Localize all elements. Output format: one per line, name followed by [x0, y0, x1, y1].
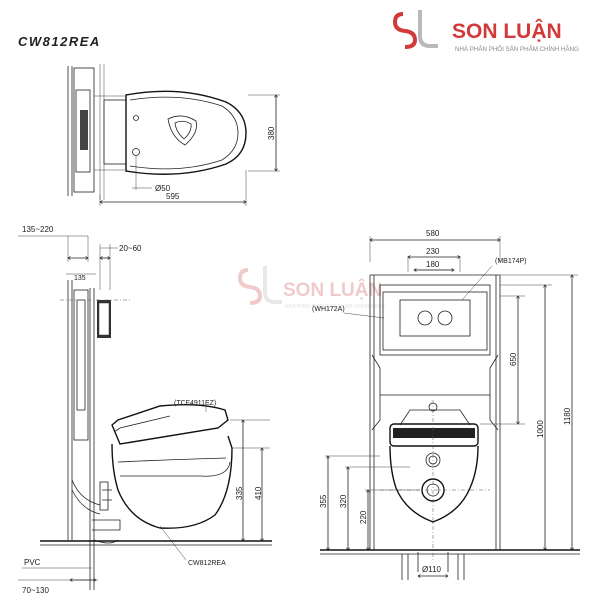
dim-1180: 1180: [563, 407, 572, 425]
label-flush-plate: (MB174P): [495, 258, 527, 265]
cistern-frame: [73, 289, 89, 441]
bowl-front: [389, 445, 479, 523]
label-frame: (WH172A): [312, 306, 345, 313]
dim-pipe: Ø110: [422, 565, 442, 574]
dim-180: 180: [426, 260, 440, 269]
dim-320: 320: [339, 494, 348, 508]
dim-seat-height: 410: [254, 486, 263, 500]
dim-135: 135: [74, 275, 86, 282]
spray-nozzle-icon: [132, 148, 140, 156]
flush-button-large-icon: [437, 310, 453, 326]
dim-230: 230: [426, 247, 440, 256]
dim-hole: Ø50: [155, 184, 171, 193]
label-seat-model: (TCF4911EZ): [174, 400, 216, 407]
front-view: 580 230 180 (MB174P) (WH172A): [312, 229, 580, 580]
flush-button-small-icon: [417, 310, 433, 326]
bowl-body: [111, 435, 233, 529]
brand-logo: SON LUẬN NHÀ PHÂN PHỐI SẢN PHẨM CHÍNH HÃ…: [392, 10, 579, 53]
seat-control-panel: [393, 428, 475, 438]
mounting-block: [80, 110, 88, 150]
top-view: 380 595 Ø50: [67, 64, 280, 206]
label-bowl-model: CW812REA: [188, 560, 226, 567]
watermark: SON LUẬN NHÀ PHÂN PHỐI SẢN PHẨM CHÍNH HÃ…: [237, 266, 385, 310]
dim-top-width: 380: [267, 126, 276, 140]
dim-1000: 1000: [536, 420, 545, 438]
bowl-outline: [125, 90, 247, 175]
watermark-logo-icon: [237, 266, 282, 305]
model-code: CW812REA: [18, 34, 101, 49]
seat-front: [389, 423, 479, 447]
dim-top-depth: 595: [166, 192, 180, 201]
bowl-opening: [167, 115, 197, 146]
label-pvc: PVC: [24, 558, 41, 567]
brand-name: SON LUẬN: [452, 19, 562, 43]
dim-rim-height: 335: [235, 486, 244, 500]
seat-body: [111, 403, 229, 445]
dim-650: 650: [509, 352, 518, 366]
cistern-box: [379, 284, 491, 356]
watermark-name: SON LUẬN: [283, 279, 382, 301]
dim-wall-depth: 135~220: [22, 225, 54, 234]
dim-355: 355: [319, 494, 328, 508]
logo-mark-icon: [392, 10, 438, 49]
flush-plate-front: [399, 299, 471, 337]
watermark-tagline: NHÀ PHÂN PHỐI SẢN PHẨM CHÍNH HÃNG: [285, 303, 385, 310]
brand-tagline: NHÀ PHÂN PHỐI SẢN PHẨM CHÍNH HÃNG: [455, 46, 579, 53]
dim-floor: 70~130: [22, 586, 49, 595]
dim-580: 580: [426, 229, 440, 238]
dim-offset: 20~60: [119, 244, 142, 253]
dim-220: 220: [359, 510, 368, 524]
side-view: 135~220 20~60 135 (TCF4911EZ: [18, 225, 272, 595]
